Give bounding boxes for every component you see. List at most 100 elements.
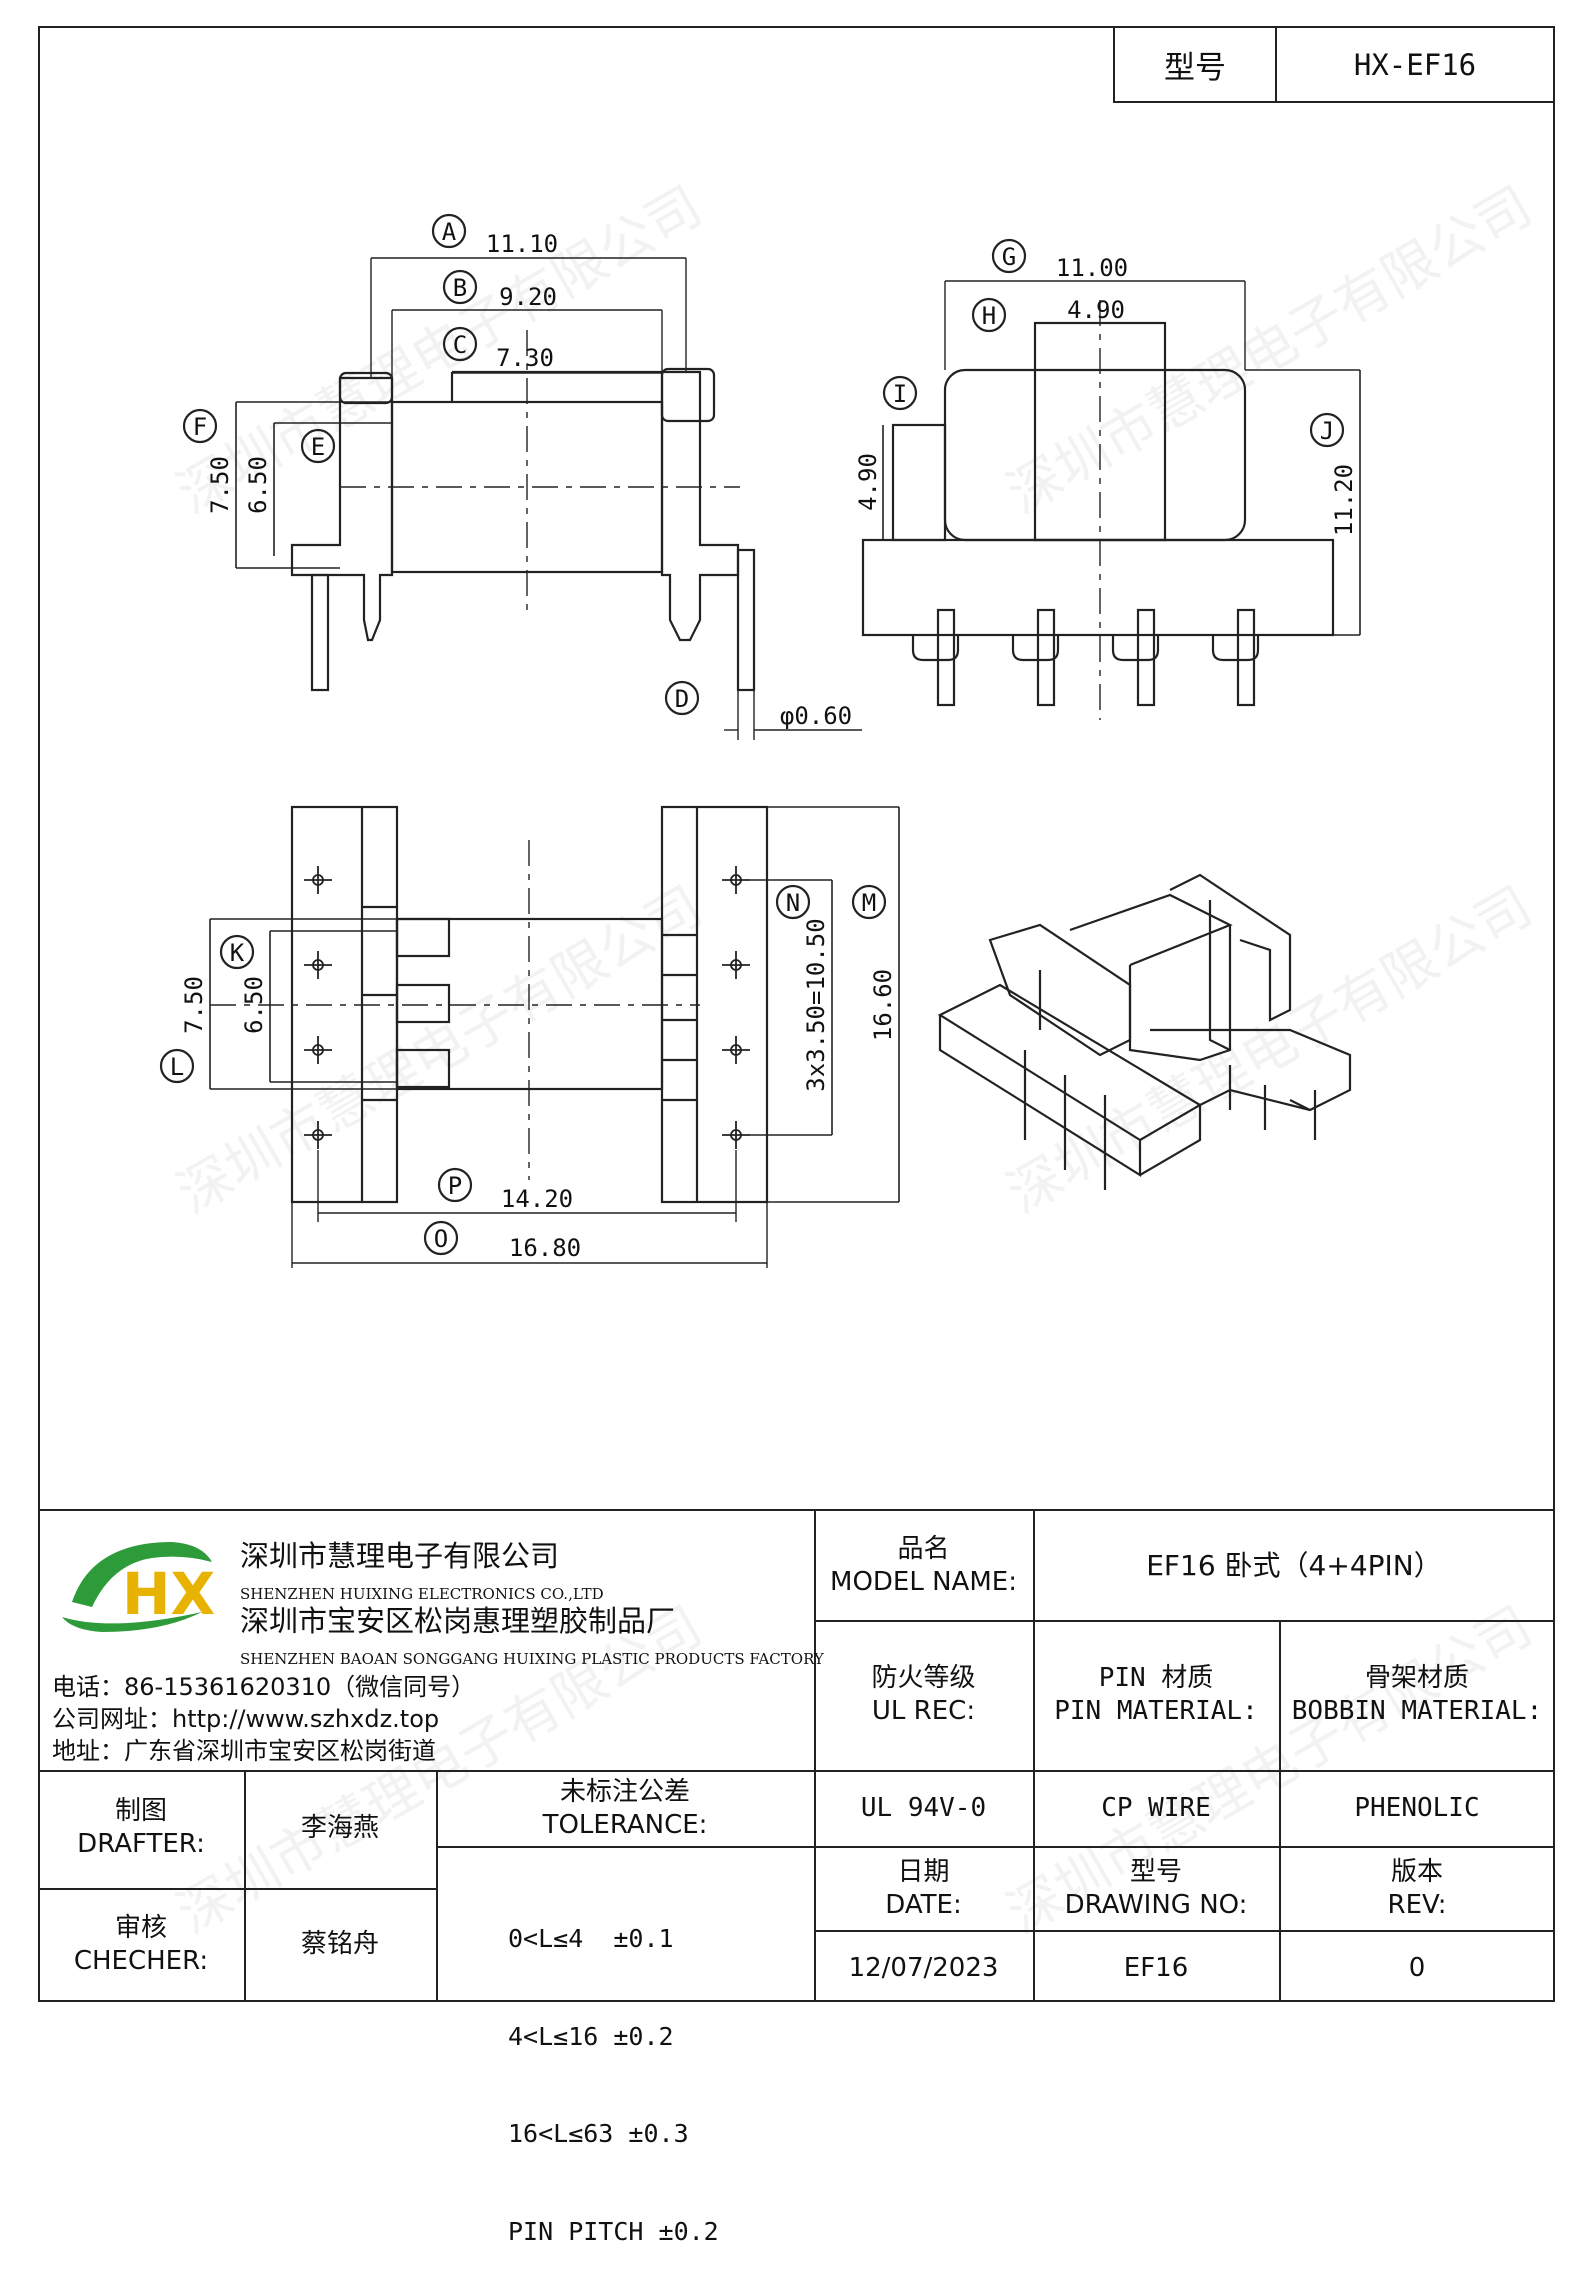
right-pin [736,548,756,692]
tb-line [38,1888,436,1890]
company-name-en: SHENZHEN HUIXING ELECTRONICS CO.,LTD [240,1585,604,1603]
iso-base-top [937,983,1203,1142]
pin-material-label: PIN 材质 PIN MATERIAL: [1033,1662,1279,1727]
model-name-label: 品名 MODEL NAME: [814,1533,1033,1598]
dim-o: 16.80 [509,1234,581,1262]
tolerance-line: 16<L≤63 ±0.3 [508,2119,689,2148]
date-label: 日期 DATE: [814,1856,1033,1921]
dim-j: 11.20 [1330,464,1358,536]
pin-marks-right [722,866,750,1149]
label-circle-n [775,884,811,920]
tolerance-label-cn: 未标注公差 [559,1777,690,1807]
label-d: D [675,685,689,713]
pin [1236,608,1256,707]
iso-base-front [938,1015,1142,1177]
company-name-cn: 深圳市慧理电子有限公司 [240,1539,560,1573]
company-address: 地址：广东省深圳市宝安区松岗街道 [52,1737,436,1765]
dim-d: φ0.60 [780,702,852,730]
label-l: L [170,1053,184,1081]
company-website: 公司网址：http://www.szhxdz.top [52,1705,440,1733]
label-c: C [453,331,467,359]
checker-label-cn: 审核 [114,1913,167,1943]
label-j: J [1320,417,1334,445]
tb-line [814,1846,1555,1848]
iso-right-flange [1169,873,1292,1022]
iso-left-flange [988,923,1132,1057]
pin-material-value: CP WIRE [1101,1793,1211,1823]
pin-slot [1111,635,1160,662]
top-view: N M K L P O 16.60 3x3.50=10.50 7.50 6.50… [159,805,900,1268]
drafter-label-cn: 制图 [114,1796,167,1826]
dim-n: 3x3.50=10.50 [802,918,830,1091]
label-circle-l [159,1048,195,1084]
technical-drawing: A B C 11.10 9.20 7.30 F E 7.50 6.50 D φ0… [159,213,1361,1268]
dim-l: 7.50 [180,976,208,1034]
core-tab [395,1048,451,1089]
left-flange [290,376,394,642]
tb-line [814,1620,1555,1622]
logo-text: HX [122,1560,215,1628]
core-tab [395,983,451,1024]
tolerance-line: 4<L≤16 ±0.2 [508,2021,674,2051]
tb-line [38,1509,1555,1511]
tolerance-values: 0<L≤4 ±0.1 4<L≤16 ±0.2 16<L≤63 ±0.3 PIN … [508,1858,808,2281]
dim-f: 7.50 [206,456,234,514]
isometric-view [937,873,1352,1190]
left-shoulder [891,423,947,542]
label-circle-j [1309,412,1345,448]
checker-value: 蔡铭舟 [300,1929,379,1959]
label-o: O [434,1225,448,1253]
rev-label-cn: 版本 [1390,1857,1443,1887]
drafter-label: 制图 DRAFTER: [38,1795,244,1860]
label-circle-p [437,1167,473,1203]
model-header-label: 型号 [1115,28,1277,101]
iso-core-top [1069,893,1233,967]
side-view: A B C 11.10 9.20 7.30 F E 7.50 6.50 D φ0… [182,213,862,740]
label-circle-m [851,884,887,920]
ul-rec-value: UL 94V-0 [860,1793,987,1823]
iso-base-side [1139,1105,1202,1176]
label-circle-e [300,428,336,464]
label-b: B [453,274,467,302]
front-view: G H I J 11.00 4.90 4.90 11.20 [854,238,1361,720]
tolerance-label-en: TOLERANCE: [542,1809,708,1840]
date-value: 12/07/2023 [848,1953,999,1983]
drawing-no-value: EF16 [1123,1953,1189,1983]
model-name-label-en: MODEL NAME: [830,1566,1017,1597]
checker-label-en: CHECHER: [73,1945,209,1976]
logo-swoosh [72,1542,212,1607]
base-plate [861,538,1335,637]
company-phone: 电话：86-15361620310（微信同号） [52,1673,476,1701]
label-f: F [193,413,207,441]
pin [936,608,956,707]
tolerance-label: 未标注公差 TOLERANCE: [436,1776,814,1841]
checker-label: 审核 CHECHER: [38,1912,244,1977]
label-g: G [1002,243,1016,271]
label-circle-h [971,297,1007,333]
tb-line [38,1770,1555,1772]
factory-name-cn: 深圳市宝安区松岗惠理塑胶制品厂 [240,1604,676,1638]
drawing-no-label-en: DRAWING NO: [1064,1889,1248,1920]
tb-line [436,1846,814,1848]
rev-value: 0 [1408,1953,1426,1983]
dim-a: 11.10 [486,230,558,258]
label-circle-d [664,680,700,716]
label-circle-c [442,326,478,362]
dim-m: 16.60 [869,969,897,1041]
label-h: H [982,302,996,330]
label-p: P [448,1172,462,1200]
drawing-no-label: 型号 DRAWING NO: [1033,1856,1279,1921]
ul-rec-label-cn: 防火等级 [871,1663,976,1693]
drafter-value: 李海燕 [300,1813,379,1843]
company-logo: HX [62,1542,215,1632]
pin-slot [1011,635,1060,662]
bobbin-material-label: 骨架材质 BOBBIN MATERIAL: [1279,1662,1555,1727]
tb-line [814,1509,816,2002]
drawing-no-label-cn: 型号 [1129,1857,1182,1887]
tolerance-line: 0<L≤4 ±0.1 [508,1924,674,1953]
label-i: I [893,380,907,408]
label-a: A [442,218,457,246]
model-name-label-cn: 品名 [897,1534,950,1564]
dim-h: 4.90 [1067,296,1125,324]
rev-label-en: REV: [1387,1889,1447,1920]
